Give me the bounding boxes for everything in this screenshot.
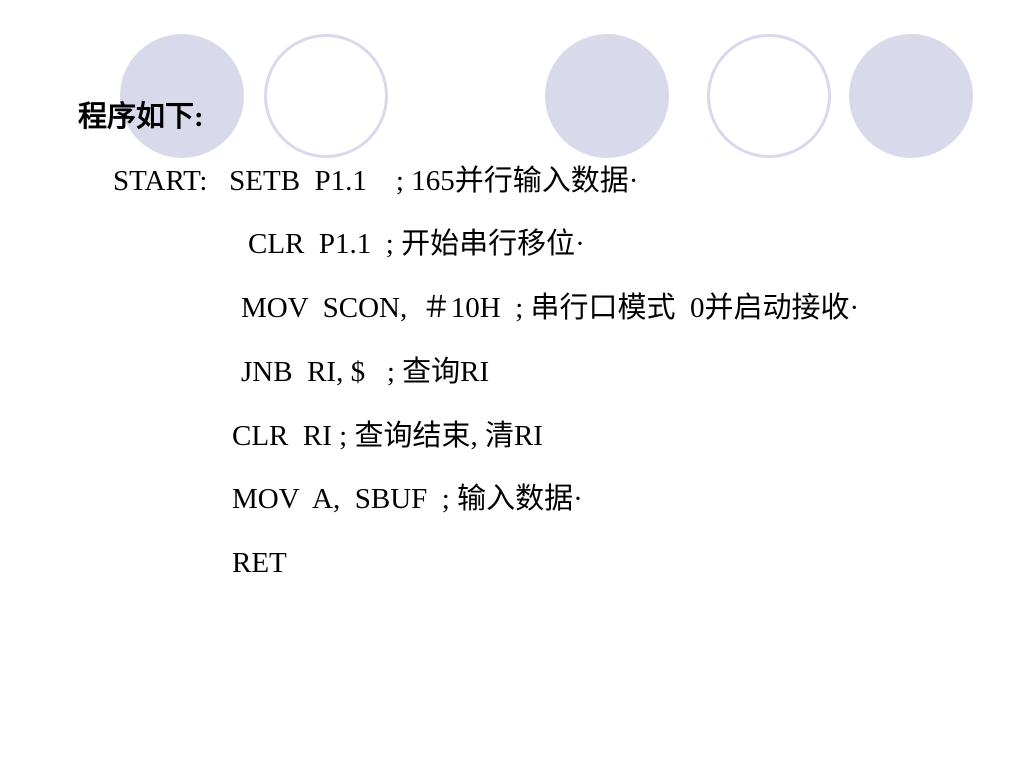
decorative-circle-filled — [545, 34, 669, 158]
code-line-jnb-ri: JNB RI, $ ; 查询RI — [241, 356, 490, 388]
decorative-circle-filled — [120, 34, 244, 158]
slide-heading: 程序如下: — [78, 101, 204, 133]
code-line-clr-ri: CLR RI ; 查询结束, 清RI — [232, 420, 543, 452]
decorative-circle-outline — [264, 34, 388, 158]
code-line-start: START: SETB P1.1 ; 165并行输入数据· — [113, 165, 639, 197]
code-line-mov-scon: MOV SCON, ＃10H ; 串行口模式 0并启动接收· — [241, 292, 860, 324]
decorative-circle-filled — [849, 34, 973, 158]
code-line-clr-p11: CLR P1.1 ; 开始串行移位· — [248, 228, 585, 260]
code-line-ret: RET — [232, 547, 287, 579]
decorative-circle-outline — [707, 34, 831, 158]
code-line-mov-a-sbuf: MOV A, SBUF ; 输入数据· — [232, 483, 583, 515]
